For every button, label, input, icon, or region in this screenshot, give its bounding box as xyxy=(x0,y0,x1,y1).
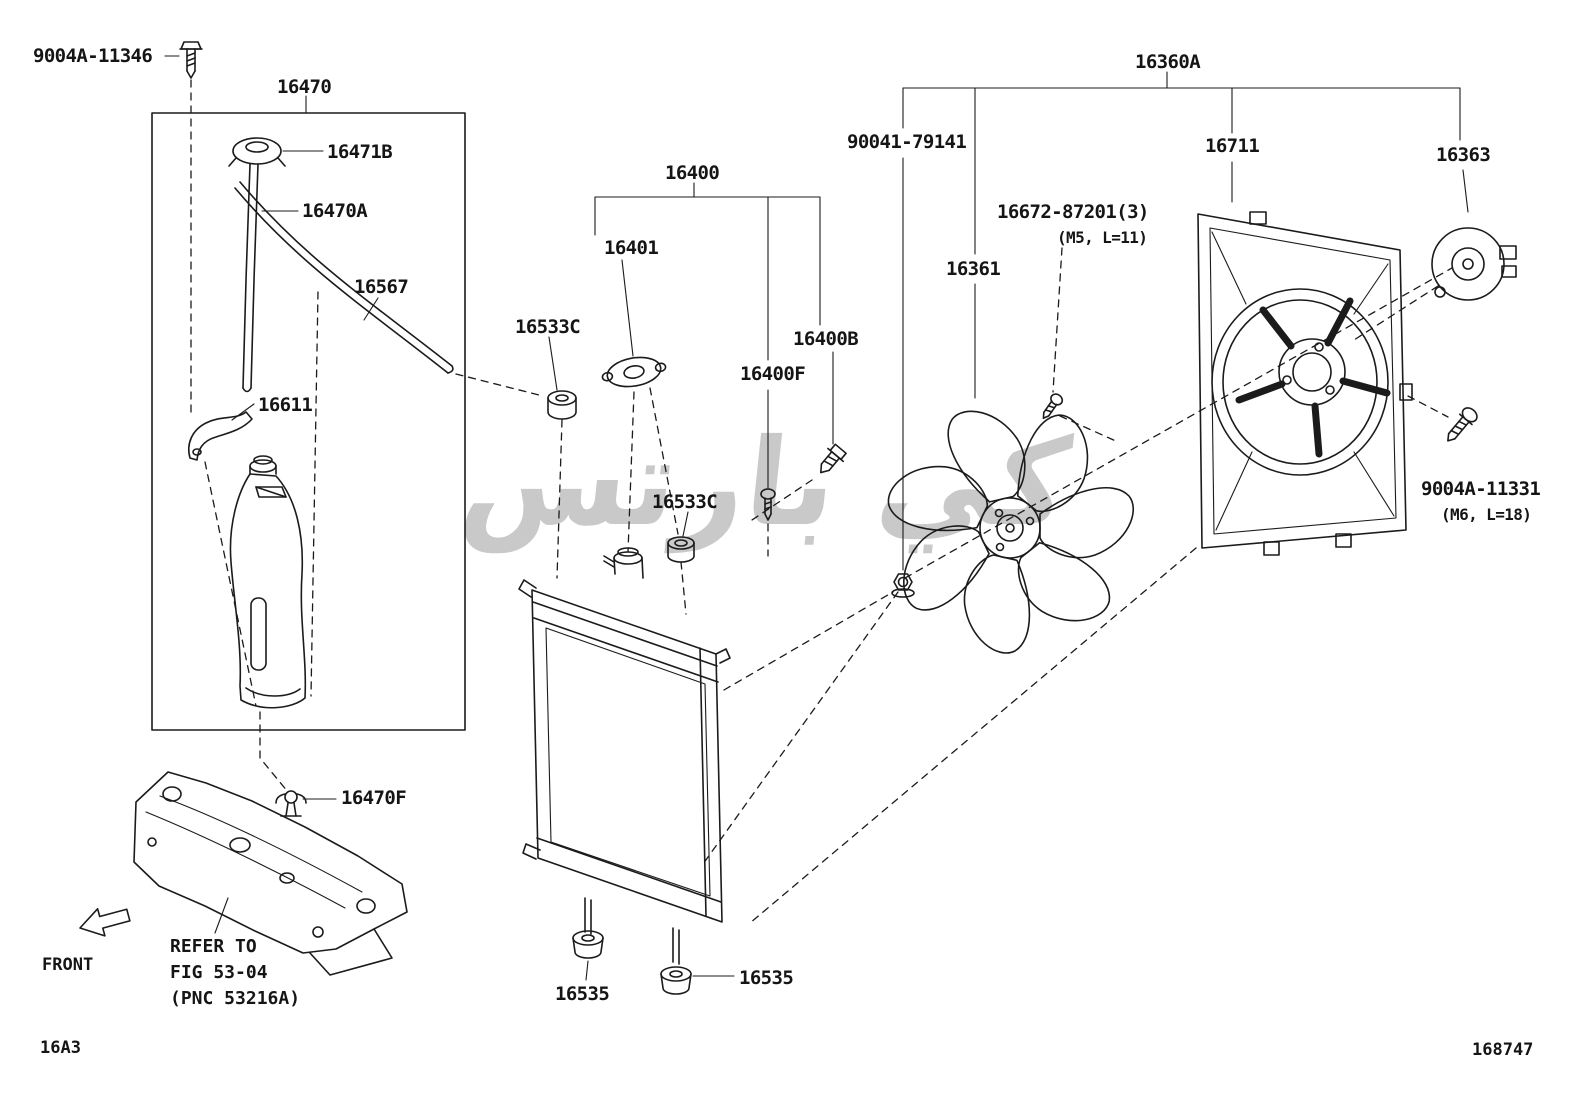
note-refer-line3: (PNC 53216A) xyxy=(170,988,301,1009)
label-16672-spec: (M5, L=11) xyxy=(1057,228,1148,247)
bolt-9004a-11346-drawing xyxy=(179,41,203,79)
sheet-number: 168747 xyxy=(1472,1040,1534,1060)
figure-code: 16A3 xyxy=(40,1038,81,1058)
label-16611: 16611 xyxy=(258,394,313,416)
label-16470: 16470 xyxy=(277,76,332,98)
clip-drawing xyxy=(275,790,307,817)
label-16400b: 16400B xyxy=(793,328,859,350)
fan-nut-drawing xyxy=(891,573,915,598)
support-left-drawing xyxy=(572,930,604,959)
screw-16672-drawing xyxy=(1042,393,1064,420)
crossmember-drawing xyxy=(133,771,408,976)
label-16361: 16361 xyxy=(946,258,1001,280)
label-16533c-upper: 16533C xyxy=(515,316,581,338)
front-arrow xyxy=(79,907,131,937)
screw-16400f-drawing xyxy=(760,488,776,521)
label-16363: 16363 xyxy=(1436,144,1491,166)
front-label: FRONT xyxy=(42,955,94,975)
leader-lines xyxy=(164,55,1469,981)
assembly-guide-lines xyxy=(190,79,1453,924)
grommet-lower-drawing xyxy=(667,536,695,563)
label-16711: 16711 xyxy=(1205,135,1260,157)
bolt-9004a-11331-drawing xyxy=(1447,407,1478,442)
reserve-tank-cap-drawing xyxy=(228,137,286,167)
reserve-tank-drawing xyxy=(229,455,307,709)
label-9004a-11346: 9004A-11346 xyxy=(33,45,153,67)
label-16401: 16401 xyxy=(604,237,659,259)
bracket-drawing xyxy=(188,411,253,461)
label-9004a-11331: 9004A-11331 xyxy=(1421,478,1541,500)
note-refer-line1: REFER TO xyxy=(170,936,257,957)
reserve-tank-pipe-drawing xyxy=(242,163,259,393)
radiator-cap-drawing xyxy=(601,356,667,388)
label-16672-87201: 16672-87201(3) xyxy=(997,201,1149,223)
support-right-drawing xyxy=(660,966,692,995)
label-16400: 16400 xyxy=(665,162,720,184)
label-16535-right: 16535 xyxy=(739,967,794,989)
grommet-upper-drawing xyxy=(547,390,577,420)
label-16471b: 16471B xyxy=(327,141,393,163)
hose-drawing xyxy=(234,181,454,374)
label-16535-left: 16535 xyxy=(555,983,610,1005)
radiator-drawing xyxy=(518,547,731,965)
label-16567: 16567 xyxy=(354,276,409,298)
reserve-tank-group-box xyxy=(151,112,466,731)
fan-blade-drawing xyxy=(887,410,1134,654)
plug-16400b-drawing xyxy=(819,443,847,474)
label-16470a: 16470A xyxy=(302,200,368,222)
label-16533c-lower: 16533C xyxy=(652,491,718,513)
label-11331-spec: (M6, L=18) xyxy=(1441,505,1532,524)
label-16470f: 16470F xyxy=(341,787,407,809)
label-16360a: 16360A xyxy=(1135,51,1201,73)
fan-shroud-drawing xyxy=(1197,211,1413,556)
fan-motor-drawing xyxy=(1431,227,1517,301)
note-refer-line2: FIG 53-04 xyxy=(170,962,268,983)
label-16400f: 16400F xyxy=(740,363,806,385)
label-90041-79141: 90041-79141 xyxy=(847,131,967,153)
